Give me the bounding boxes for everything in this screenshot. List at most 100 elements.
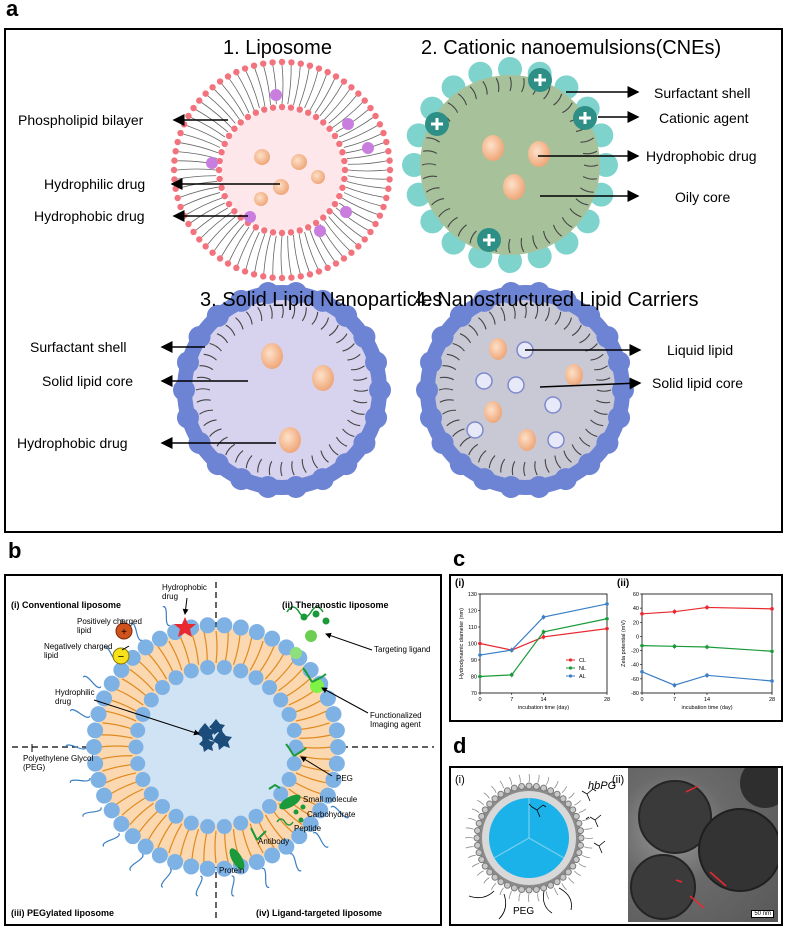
x-tick-label: 28 (769, 697, 775, 703)
x-axis-label: incubation time (day) (518, 705, 569, 711)
label-hydrophobic-drug-cne: Hydrophobic drug (646, 148, 757, 164)
panel-a-diagram (160, 57, 642, 499)
panel-b-letter: b (8, 538, 22, 563)
y-axis-label: Hydrodynamic diameter (nm) (459, 608, 465, 679)
label-b-imaging-agent: Functionalized Imaging agent (370, 711, 422, 729)
data-point-AL (672, 683, 677, 688)
legend-label: CL (579, 658, 586, 664)
quadrant-ii-label: (ii) Theranostic liposome (282, 600, 389, 610)
label-liquid-lipid: Liquid lipid (667, 342, 734, 358)
series-line-NL (479, 618, 608, 678)
x-tick-label: 7 (673, 697, 676, 703)
y-tick-label: 40 (633, 606, 639, 612)
y-tick-label: 20 (633, 620, 639, 626)
data-point-AL (605, 602, 609, 606)
nlc-title: 4. Nanostructured Lipid Carriers (415, 289, 699, 311)
panel-d-ii-label: (ii) (612, 774, 625, 786)
label-b-hydrophilic-drug: Hydrophilic drug (55, 688, 95, 706)
data-point-AL (705, 673, 709, 678)
hbpg-liposome-diagram (464, 773, 606, 920)
plot-area (479, 593, 608, 694)
data-point-CL (640, 612, 644, 616)
data-point-NL (509, 673, 514, 677)
data-point-CL (770, 607, 774, 611)
data-point-NL (541, 630, 546, 634)
series-line-CL (479, 628, 608, 651)
data-point-NL (672, 644, 677, 649)
panel-c-frame (449, 574, 783, 722)
label-b-carbohydrate: Carbohydrate (307, 810, 356, 819)
data-point-AL (509, 648, 514, 652)
label-d-peg: PEG (513, 906, 535, 917)
label-b-protein: Protein (219, 866, 245, 875)
panel-c-letter: c (453, 546, 466, 571)
y-tick-label: -80 (631, 691, 639, 697)
x-tick-label: 7 (510, 697, 513, 703)
x-tick-label: 0 (478, 697, 481, 703)
data-point-NL (705, 645, 709, 649)
data-point-CL (672, 609, 677, 614)
x-tick-label: 14 (704, 697, 710, 703)
svg-text:−: − (118, 651, 124, 663)
tem-micrograph: 50 nm (628, 768, 778, 922)
sln-diagram (173, 281, 391, 499)
svg-text:+: + (121, 627, 127, 638)
label-surfactant-shell-sln: Surfactant shell (30, 339, 127, 355)
label-surfactant-shell-cne: Surfactant shell (654, 85, 751, 101)
y-axis-label: Zeta potential (mV) (621, 620, 627, 667)
label-cationic-agent: Cationic agent (659, 110, 749, 126)
y-tick-label: 90 (471, 658, 477, 664)
data-point-NL (640, 643, 644, 648)
data-point-NL (770, 649, 774, 654)
liposome-title: 1. Liposome (223, 37, 332, 59)
x-axis-label: incubation time (day) (681, 705, 732, 711)
label-oily-core: Oily core (675, 189, 731, 205)
y-tick-label: 80 (471, 675, 477, 681)
data-point-NL (478, 674, 482, 679)
legend-label: NL (579, 666, 586, 672)
label-hydrophobic-drug-sln: Hydrophobic drug (17, 435, 128, 451)
label-solid-lipid-core-sln: Solid lipid core (42, 373, 134, 389)
liposome-diagram (170, 58, 394, 282)
data-point-CL (478, 641, 482, 646)
label-b-pos-lipid: Positively charged lipid (77, 617, 142, 635)
label-b-small-molecule: Small molecule (303, 795, 358, 804)
nlc-diagram (416, 281, 634, 499)
y-tick-label: 120 (468, 609, 477, 615)
y-tick-label: 0 (636, 634, 639, 640)
data-point-AL (770, 679, 774, 683)
quadrant-iv-label: (iv) Ligand-targeted liposome (256, 908, 383, 918)
series-line-AL (479, 603, 608, 656)
x-tick-label: 14 (540, 697, 546, 703)
y-tick-label: 60 (633, 592, 639, 598)
liposome-types-diagram: + − (12, 582, 434, 920)
panel-c-i-label: (i) (455, 578, 465, 589)
cne-title: 2. Cationic nanoemulsions(CNEs) (421, 37, 722, 59)
y-tick-label: 110 (468, 625, 477, 631)
label-phospholipid-bilayer: Phospholipid bilayer (18, 112, 144, 128)
label-b-peptide: Peptide (294, 824, 322, 833)
hydrophilic-drug-cluster (197, 719, 232, 752)
panel-a-frame (4, 28, 783, 533)
hydrophilic-drug-dot (254, 149, 270, 165)
label-solid-lipid-core-nlc: Solid lipid core (652, 375, 744, 391)
scale-bar: 50 nm (751, 910, 774, 918)
label-b-neg-lipid: Negatively charged lipid (44, 642, 113, 660)
quadrant-iii-label: (iii) PEGylated liposome (11, 908, 115, 918)
series-line-AL (641, 671, 773, 686)
data-point-CL (705, 605, 709, 610)
x-tick-label: 0 (640, 697, 643, 703)
label-hbpg: hbPG (588, 780, 617, 792)
y-tick-label: 130 (468, 592, 477, 598)
label-b-peg: PEG (336, 774, 353, 783)
series-line-NL (641, 645, 773, 652)
y-tick-label: 70 (471, 691, 477, 697)
panel-d-letter: d (453, 733, 467, 758)
panel-a-letter: a (6, 0, 19, 21)
cne-oily-core (420, 75, 600, 255)
series-line-CL (641, 606, 773, 615)
data-point-AL (478, 653, 482, 657)
sln-title: 3. Solid Lipid Nanoparticles (200, 289, 443, 311)
